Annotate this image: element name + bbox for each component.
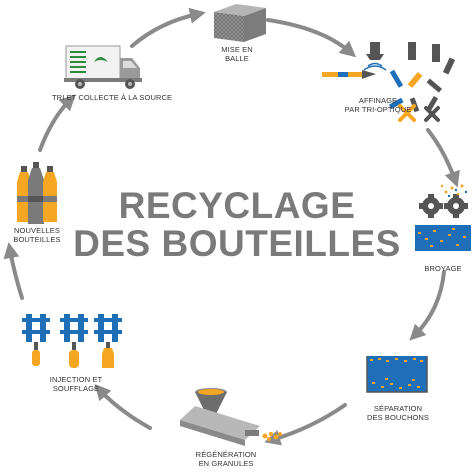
arrow-grinding-to-separation bbox=[409, 270, 446, 341]
label-broyage: BROYAGE bbox=[424, 264, 462, 273]
page-subtitle: DES BOUTEILLES bbox=[73, 223, 401, 264]
label-tri: TRI ET COLLECTE À LA SOURCE bbox=[52, 93, 173, 102]
grinder-icon bbox=[415, 184, 471, 251]
arrow-truck-to-bale bbox=[130, 7, 206, 48]
extruder-icon bbox=[180, 388, 282, 446]
arrow-bale-to-sorting bbox=[266, 18, 357, 58]
arrow-separation-to-regeneration bbox=[264, 403, 347, 446]
blow-molding-icon bbox=[22, 314, 122, 368]
bale-icon bbox=[214, 4, 266, 42]
truck-icon bbox=[64, 45, 142, 89]
water-tank-icon bbox=[366, 356, 428, 393]
arrow-injection-to-bottles bbox=[3, 242, 24, 300]
optical-sorting-icon bbox=[322, 42, 456, 122]
cycle-arrows bbox=[3, 7, 460, 446]
bottles-icon bbox=[17, 162, 57, 224]
page-title: RECYCLAGE bbox=[118, 185, 356, 226]
arrow-bottles-to-truck bbox=[38, 94, 76, 152]
arrow-regeneration-to-injection bbox=[94, 384, 152, 430]
arrow-sorting-to-grinding bbox=[426, 128, 460, 188]
